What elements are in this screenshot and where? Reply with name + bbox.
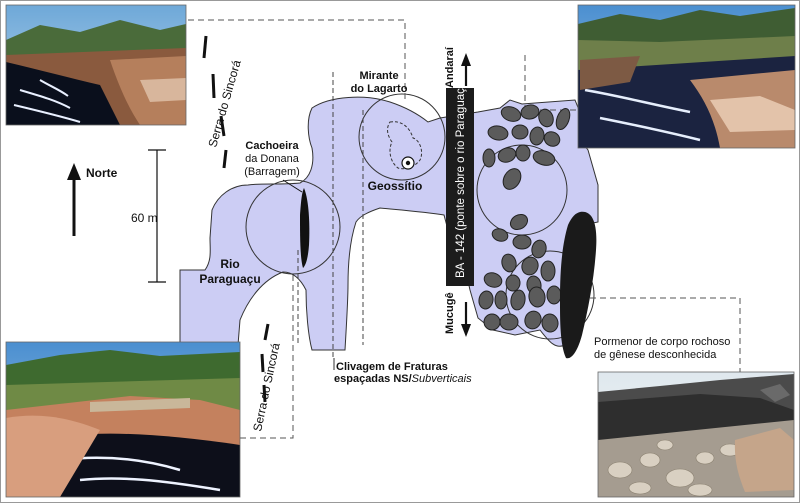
scale-bar [148, 149, 166, 283]
photo-top-right [577, 4, 796, 149]
photo-bottom-right [597, 371, 795, 498]
mucuge-label: Mucugê [444, 292, 456, 334]
andarai-arrow-icon [461, 53, 471, 86]
circle-cachoeira [245, 179, 341, 275]
pormenor-label-line1: Pormenor de corpo rochoso [594, 336, 730, 348]
rock-cluster-north [482, 104, 571, 190]
rock-cluster-south [478, 213, 562, 333]
clivagem-label-line1: Clivagem de Fraturas [336, 361, 448, 373]
road-ba-142 [446, 88, 474, 286]
serra-do-sincora-line-bottom [260, 323, 270, 403]
mirante-island-outline [387, 121, 423, 170]
road-label: BA - 142 (ponte sobre o rio Paraguaçu) [455, 78, 467, 278]
geossitio-label: Geossítio [368, 179, 423, 193]
cachoeira-label-line2: da Donana [245, 153, 300, 165]
circle-mirante [358, 93, 446, 181]
dark-rock-body [560, 211, 597, 359]
clivagem-label-line2: espaçadas NS/Subverticais [334, 373, 472, 385]
mirante-label-line2: do Lagarto [351, 83, 408, 95]
cachoeira-label-line1: Cachoeira [245, 140, 299, 152]
clivagem-label-italic: Subverticais [412, 373, 472, 385]
serra-do-sincora-line-top [202, 35, 228, 169]
cachoeira-leader [282, 179, 303, 193]
clivagem-label-bold: espaçadas NS/ [334, 373, 412, 385]
rio-label-line1: Rio [220, 257, 239, 271]
scale-label: 60 m [131, 211, 158, 225]
cachoeira-label-line3: (Barragem) [244, 166, 300, 178]
andarai-label: Andaraí [444, 46, 456, 88]
photo-bottom-left [5, 341, 241, 498]
north-arrow-icon [67, 163, 81, 236]
mucuge-arrow-icon [461, 302, 471, 337]
norte-label: Norte [86, 166, 118, 180]
rio-label-line2: Paraguaçu [199, 272, 260, 286]
fracture-lines [297, 72, 364, 358]
mirante-label-line1: Mirante [359, 70, 398, 82]
geossitio-marker-dot [405, 160, 411, 166]
photo-top-left [5, 4, 187, 126]
pormenor-label-line2: de gênese desconhecida [594, 349, 717, 361]
barragem-dam [300, 188, 310, 268]
